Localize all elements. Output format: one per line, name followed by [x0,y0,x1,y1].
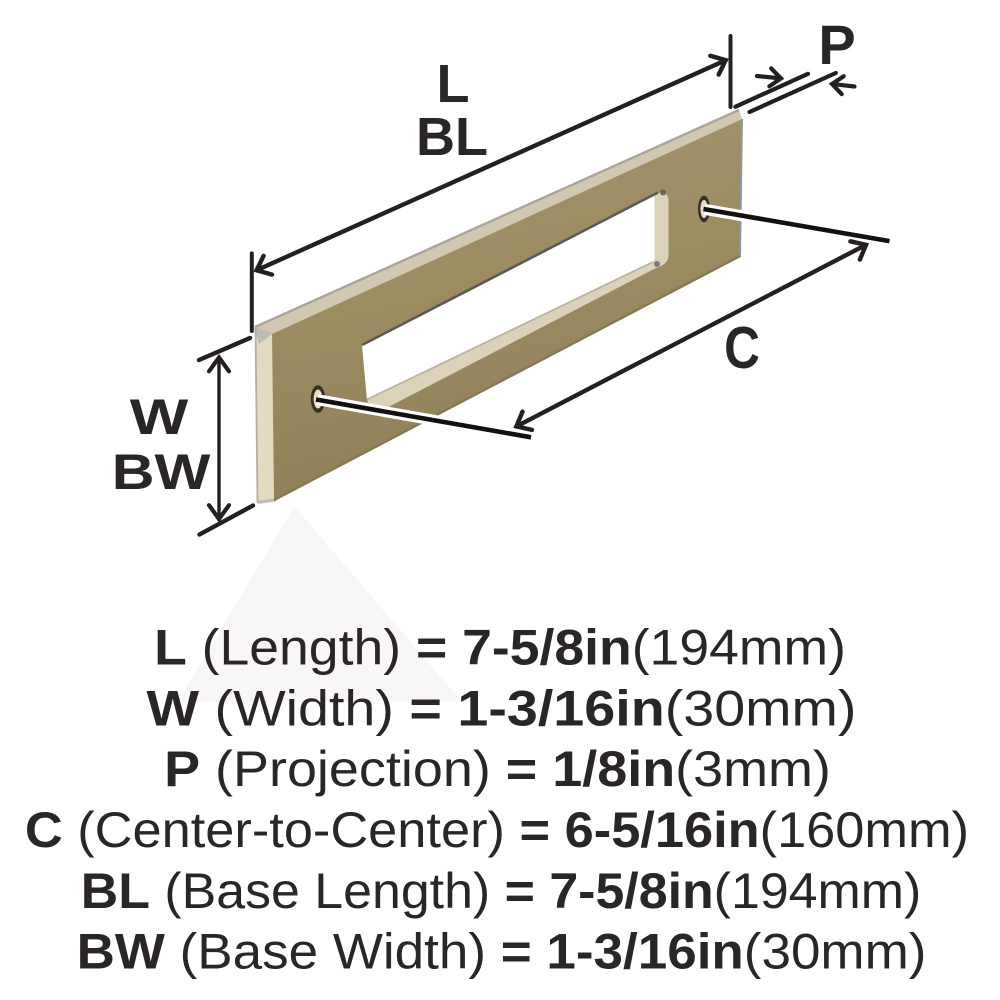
svg-text:P (Projection) = 1/8in(3mm): P (Projection) = 1/8in(3mm) [164,742,831,798]
svg-text:L: L [437,54,470,114]
svg-text:W (Width) = 1-3/16in(30mm): W (Width) = 1-3/16in(30mm) [147,681,857,737]
svg-text:BW: BW [112,443,211,500]
svg-text:BL: BL [416,107,488,167]
svg-text:L (Length) = 7-5/8in(194mm): L (Length) = 7-5/8in(194mm) [154,619,846,675]
svg-text:P: P [818,13,855,76]
svg-text:BL (Base Length) = 7-5/8in(194: BL (Base Length) = 7-5/8in(194mm) [81,863,921,919]
svg-text:W: W [130,389,189,445]
svg-text:BW (Base Width) = 1-3/16in(30m: BW (Base Width) = 1-3/16in(30mm) [77,923,927,979]
svg-text:C: C [724,315,760,381]
svg-text:C (Center-to-Center) = 6-5/16i: C (Center-to-Center) = 6-5/16in(160mm) [25,802,969,858]
